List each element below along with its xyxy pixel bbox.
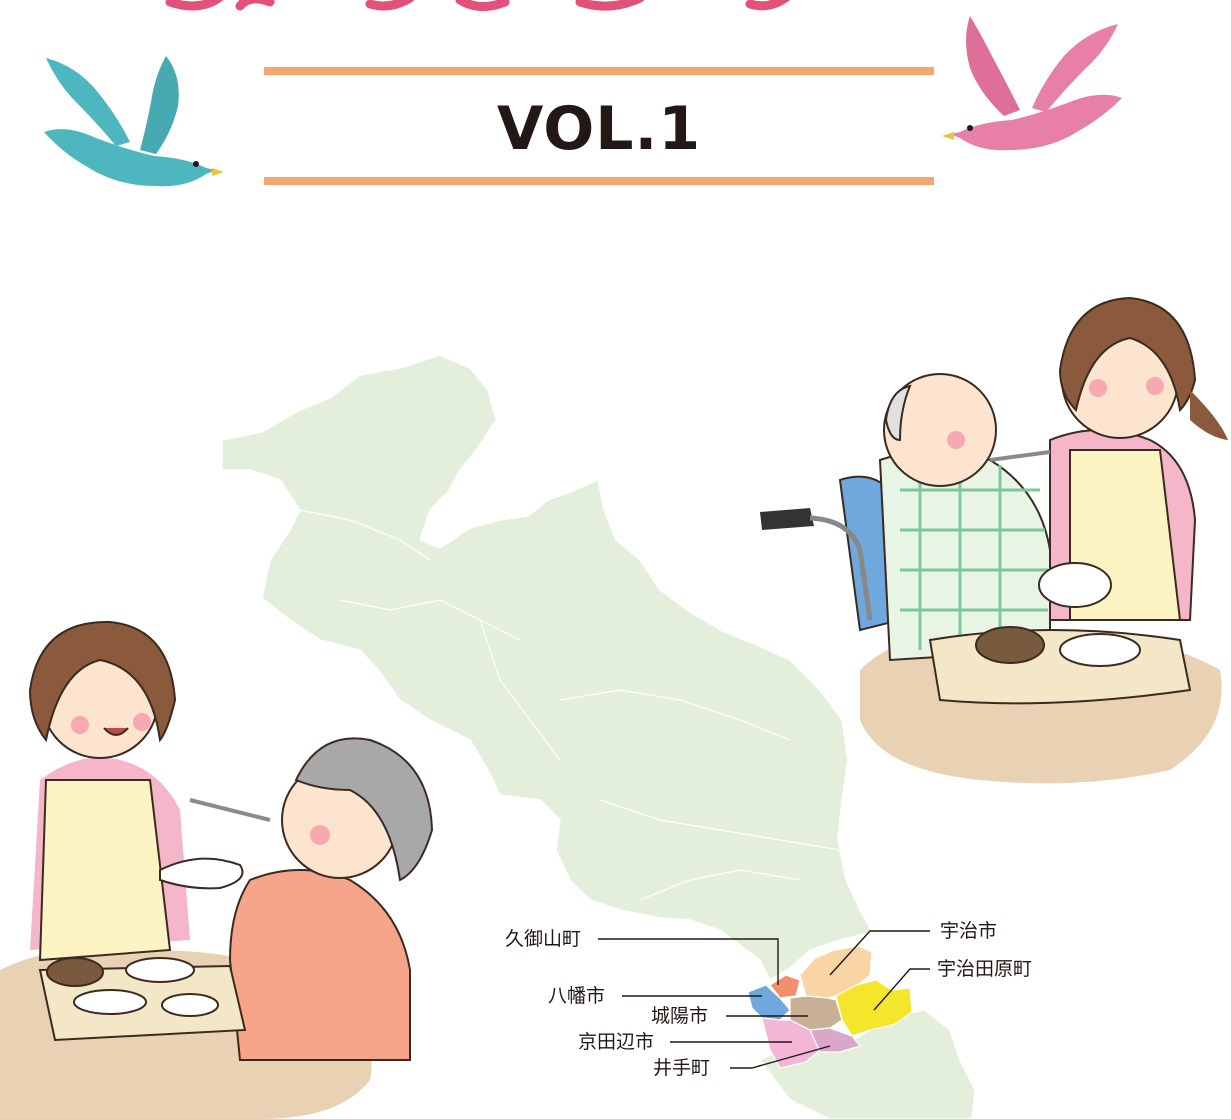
pink-bird-icon <box>942 16 1122 151</box>
map-label-ide: 井手町 <box>653 1057 711 1079</box>
map-borders <box>299 509 841 901</box>
map-label-uji: 宇治市 <box>940 920 998 942</box>
municipality-yawata <box>747 984 791 1021</box>
caregiver-feeding-woman-illustration <box>0 620 434 1119</box>
leader-kumiyama <box>598 938 779 985</box>
map-leader-lines <box>598 930 930 1069</box>
header-title-lettering <box>165 0 791 11</box>
caregiver-feeding-man-illustration <box>760 296 1228 784</box>
municipality-ujitawara <box>835 979 913 1037</box>
leader-ide <box>730 1045 831 1069</box>
map-label-kyotanabe: 京田辺市 <box>578 1031 655 1053</box>
map-north-region <box>221 354 874 982</box>
map-label-kumiyama: 久御山町 <box>505 928 582 950</box>
leader-uji <box>829 930 930 976</box>
map-base <box>221 354 976 1119</box>
map-label-joyo: 城陽市 <box>651 1005 709 1027</box>
blue-bird-icon <box>44 56 224 187</box>
header-top-rule <box>264 67 934 75</box>
map-label-ujitawara: 宇治田原町 <box>937 958 1033 980</box>
map-southern-municipalities <box>747 945 913 1069</box>
volume-label: VOL.1 <box>496 94 702 164</box>
header-bottom-rule <box>264 177 934 185</box>
map-label-yawata: 八幡市 <box>548 985 606 1007</box>
leader-ujitawara <box>873 968 930 1011</box>
municipality-ide <box>809 1027 862 1053</box>
